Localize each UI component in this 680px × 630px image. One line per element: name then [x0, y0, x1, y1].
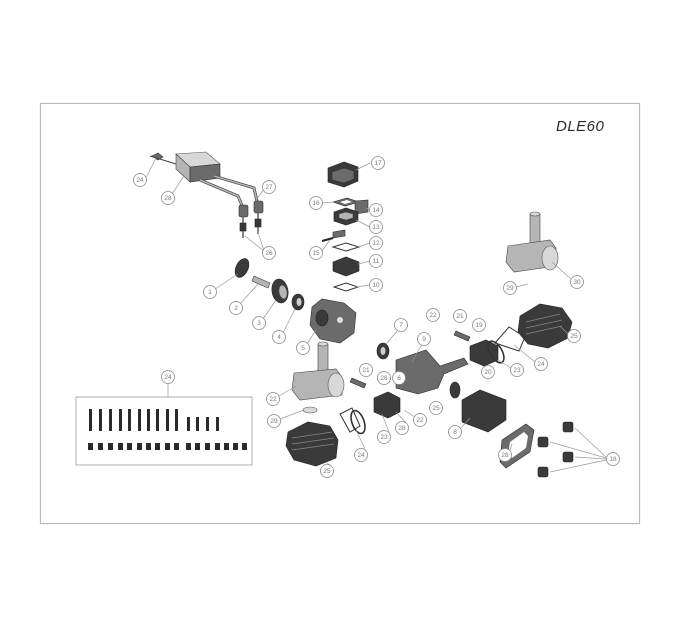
muffler-left: [291, 341, 345, 401]
callout-number: 28: [380, 375, 388, 382]
callout-number: 30: [573, 279, 581, 286]
callout-number: 18: [609, 456, 617, 463]
callout-22: 22: [413, 413, 427, 427]
callout-15: 15: [309, 246, 323, 260]
callout-4: 4: [272, 330, 286, 344]
bolt-set: [75, 383, 253, 466]
callout-number: 17: [374, 160, 382, 167]
callout-24: 24: [161, 370, 175, 384]
callout-number: 2: [234, 305, 238, 312]
callout-number: 5: [301, 345, 305, 352]
callout-number: 20: [484, 369, 492, 376]
ignition-module: [149, 151, 264, 238]
muffler-right: [505, 211, 559, 273]
callout-10: 10: [369, 278, 383, 292]
callout-number: 15: [312, 250, 320, 257]
callout-17: 17: [371, 156, 385, 170]
callout-number: 25: [323, 468, 331, 475]
callout-30: 30: [570, 275, 584, 289]
cylinder-right: [494, 303, 573, 352]
callout-number: 12: [372, 240, 380, 247]
callout-number: 23: [380, 434, 388, 441]
callout-number: 24: [537, 361, 545, 368]
callout-6: 6: [392, 371, 406, 385]
callout-number: 29: [270, 418, 278, 425]
callout-23: 23: [510, 363, 524, 377]
callout-20: 20: [481, 365, 495, 379]
callout-28: 28: [161, 191, 175, 205]
callout-number: 25: [432, 405, 440, 412]
callout-number: 24: [164, 374, 172, 381]
callout-2: 2: [229, 301, 243, 315]
callout-25: 25: [567, 329, 581, 343]
callout-28: 28: [377, 371, 391, 385]
callout-28: 28: [498, 448, 512, 462]
callout-number: 16: [312, 200, 320, 207]
callout-number: 28: [501, 452, 509, 459]
callout-number: 3: [257, 320, 261, 327]
callout-number: 24: [136, 177, 144, 184]
callout-number: 7: [399, 322, 403, 329]
callout-19: 19: [472, 318, 486, 332]
callout-3: 3: [252, 316, 266, 330]
callout-number: 29: [506, 285, 514, 292]
callout-number: 22: [269, 396, 277, 403]
callout-number: 21: [456, 313, 464, 320]
callout-number: 22: [429, 312, 437, 319]
callout-29: 29: [503, 281, 517, 295]
callout-number: 24: [357, 452, 365, 459]
callout-22: 22: [266, 392, 280, 406]
callout-25: 25: [320, 464, 334, 478]
callout-14: 14: [369, 203, 383, 217]
callout-18: 18: [606, 452, 620, 466]
callout-25: 25: [429, 401, 443, 415]
leader-lines: [145, 157, 607, 473]
callout-9: 9: [417, 332, 431, 346]
callout-12: 12: [369, 236, 383, 250]
callout-number: 19: [475, 322, 483, 329]
callout-29: 29: [267, 414, 281, 428]
callout-13: 13: [369, 220, 383, 234]
callout-26: 26: [262, 246, 276, 260]
callout-number: 22: [416, 417, 424, 424]
callout-11: 11: [369, 254, 383, 268]
callout-28: 28: [395, 421, 409, 435]
callout-number: 9: [422, 336, 426, 343]
carburetor-stack: [321, 161, 369, 292]
callout-16: 16: [309, 196, 323, 210]
callout-number: 10: [372, 282, 380, 289]
crankshaft-assembly: [349, 330, 535, 469]
callout-number: 11: [373, 258, 380, 265]
callout-number: 27: [265, 184, 273, 191]
standoffs: [537, 421, 574, 478]
callout-number: 4: [277, 334, 281, 341]
callout-21: 21: [359, 363, 373, 377]
callout-number: 13: [372, 224, 380, 231]
callout-5: 5: [296, 341, 310, 355]
callout-24: 24: [133, 173, 147, 187]
callout-8: 8: [448, 425, 462, 439]
cylinder-left: [285, 406, 366, 467]
callout-number: 28: [164, 195, 172, 202]
callout-number: 26: [265, 250, 273, 257]
callout-24: 24: [534, 357, 548, 371]
callout-23: 23: [377, 430, 391, 444]
callout-7: 7: [394, 318, 408, 332]
callout-number: 1: [208, 289, 212, 296]
callouts: 1234567891011121314151617181920212122222…: [133, 156, 620, 478]
callout-22: 22: [426, 308, 440, 322]
callout-number: 23: [513, 367, 521, 374]
front-hub-assembly: [234, 258, 357, 344]
callout-number: 14: [372, 207, 380, 214]
model-title: DLE60: [556, 118, 605, 135]
callout-27: 27: [262, 180, 276, 194]
callout-1: 1: [203, 285, 217, 299]
callout-number: 8: [453, 429, 457, 436]
callout-number: 6: [397, 375, 401, 382]
callout-number: 28: [398, 425, 406, 432]
callout-number: 25: [570, 333, 578, 340]
callout-21: 21: [453, 309, 467, 323]
callout-24: 24: [354, 448, 368, 462]
callout-number: 21: [362, 367, 370, 374]
